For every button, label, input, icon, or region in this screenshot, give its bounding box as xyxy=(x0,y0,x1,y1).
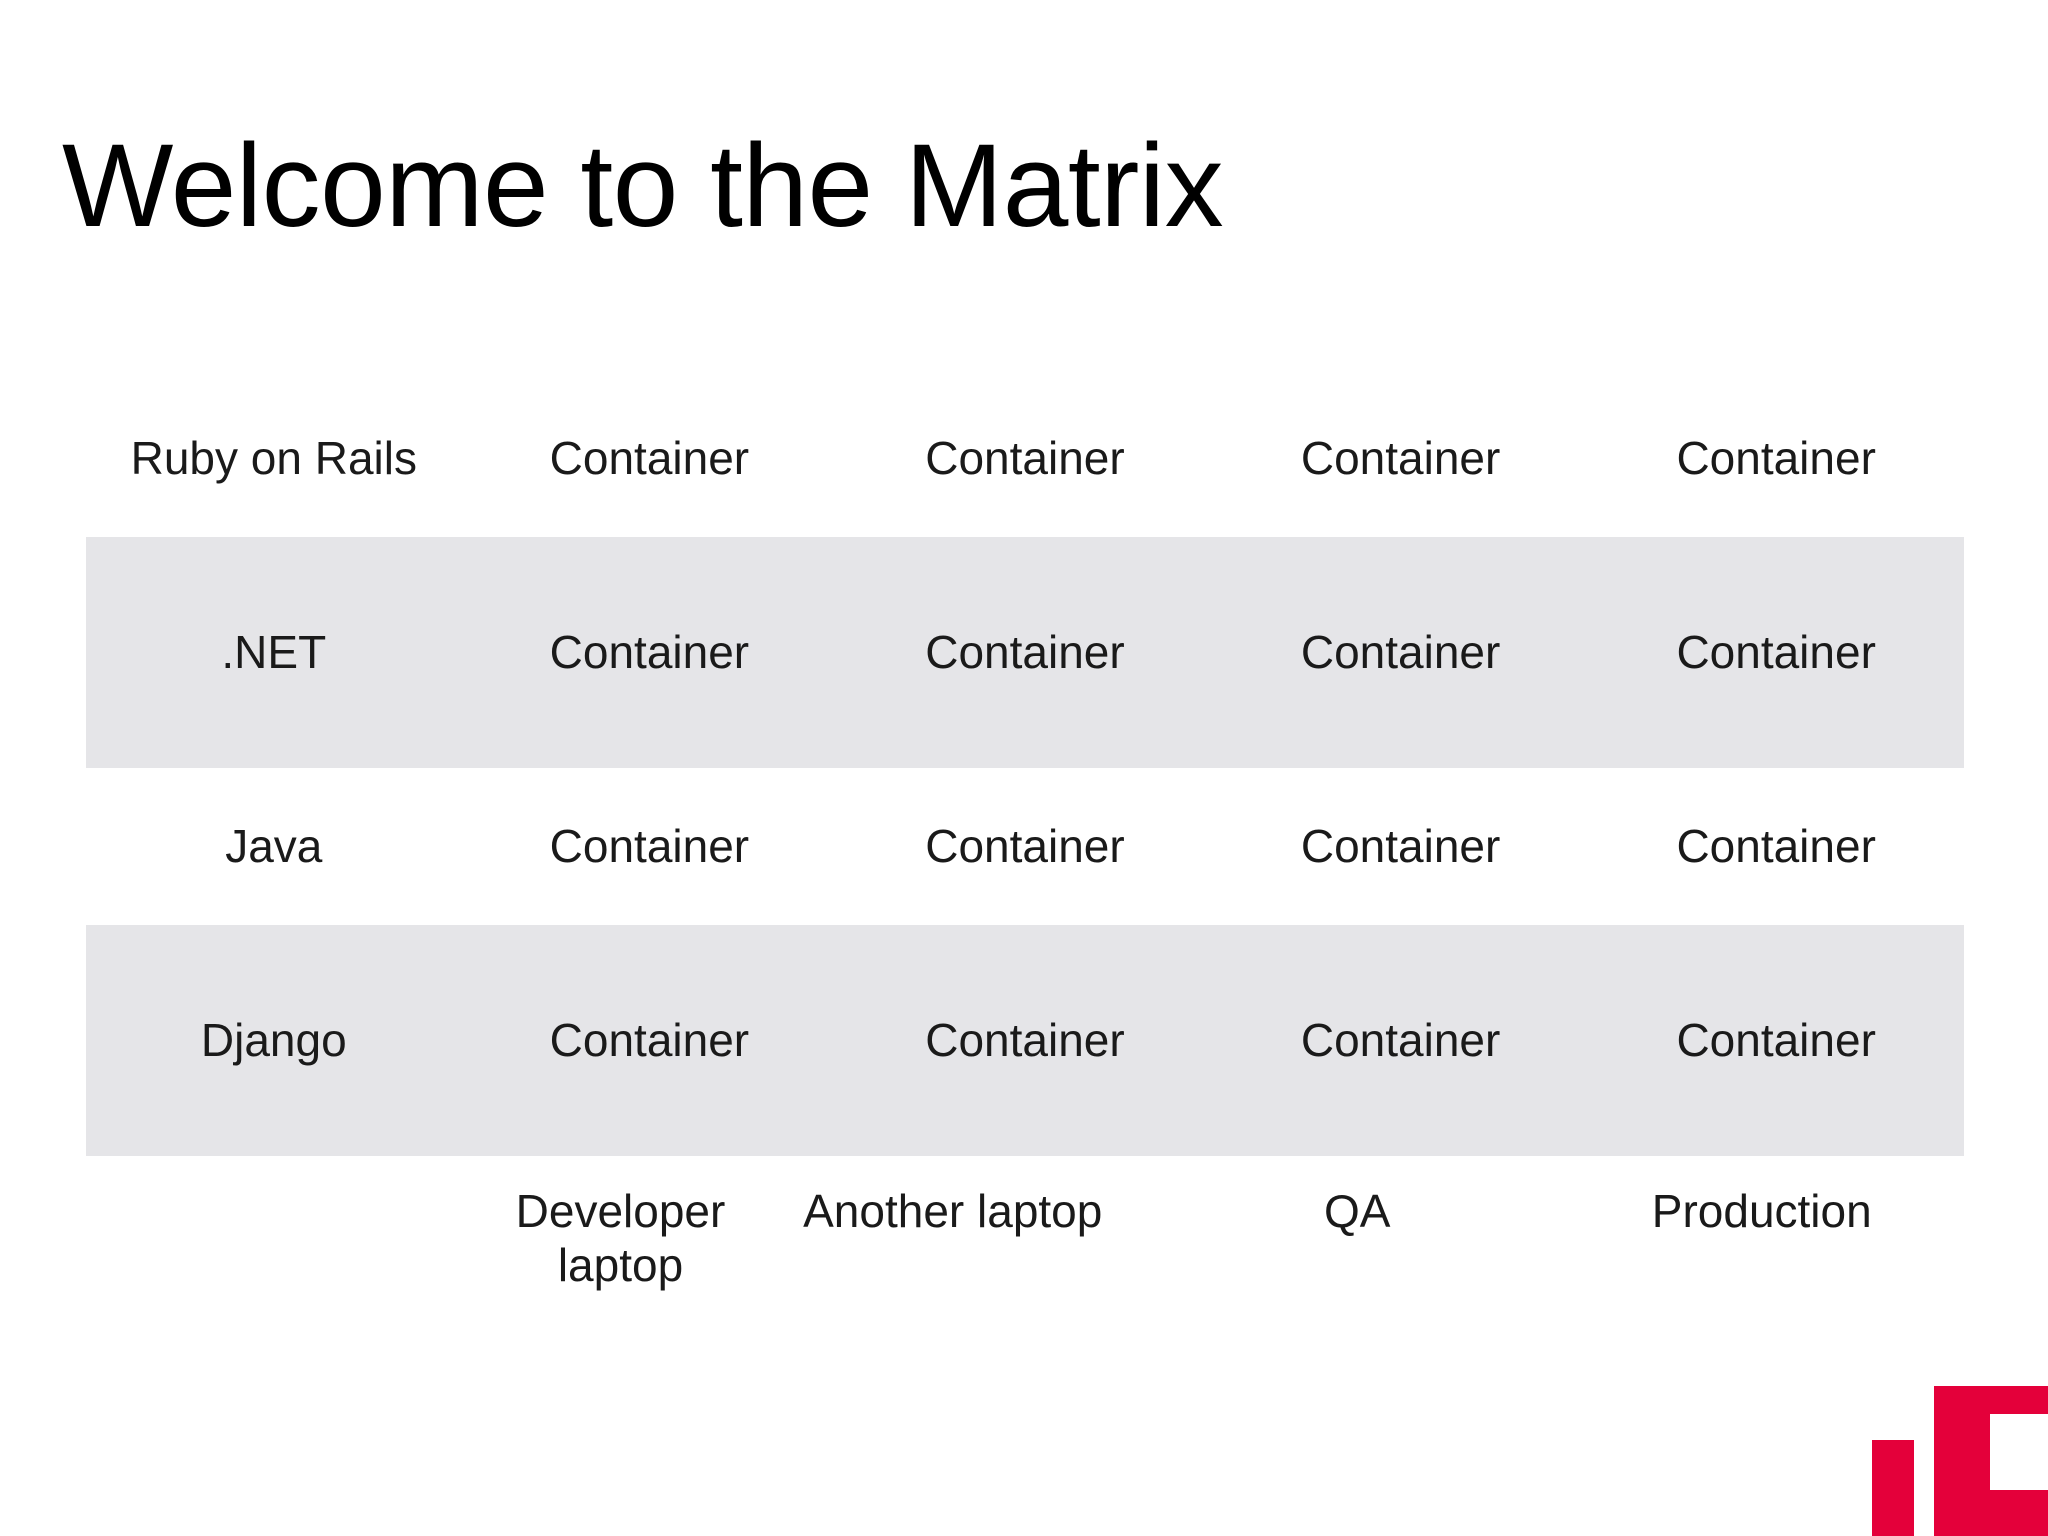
cell-django-developer-laptop: Container xyxy=(549,1014,750,1067)
table-row: Django Container Container Container Con… xyxy=(86,925,1964,1156)
column-label-qa: QA xyxy=(1324,1185,1391,1237)
row-label-django: Django xyxy=(200,1014,347,1067)
row-label-dotnet: .NET xyxy=(221,626,327,679)
cell-java-another-laptop: Container xyxy=(925,820,1125,873)
column-label-developer-laptop: Developer laptop xyxy=(491,1156,751,1293)
row-label-java: Java xyxy=(225,820,323,873)
brand-logo xyxy=(1872,1386,2048,1536)
column-label-production: Production xyxy=(1651,1185,1872,1237)
column-label-developer-laptop-text: Developer laptop xyxy=(515,1185,726,1292)
table-row: Ruby on Rails Container Container Contai… xyxy=(86,380,1964,537)
cell-django-production: Container xyxy=(1676,1014,1876,1067)
cell-ruby-on-rails-developer-laptop: Container xyxy=(549,432,750,485)
cell-dotnet-qa: Container xyxy=(1300,626,1501,679)
cell-ruby-on-rails-production: Container xyxy=(1676,432,1876,485)
table-row: Java Container Container Container Conta… xyxy=(86,768,1964,925)
footer-corner-empty xyxy=(86,1156,491,1184)
table-row: .NET Container Container Container Conta… xyxy=(86,537,1964,768)
column-label-another-laptop: Another laptop xyxy=(803,1185,1103,1237)
cell-dotnet-another-laptop: Container xyxy=(925,626,1125,679)
matrix-table: Ruby on Rails Container Container Contai… xyxy=(86,380,1964,1356)
cell-dotnet-production: Container xyxy=(1676,626,1876,679)
table-footer-row: Developer laptop Another laptop QA Produ… xyxy=(86,1156,1964,1356)
cell-java-developer-laptop: Container xyxy=(549,820,750,873)
cell-java-production: Container xyxy=(1676,820,1876,873)
row-label-ruby-on-rails: Ruby on Rails xyxy=(130,432,417,485)
cell-dotnet-developer-laptop: Container xyxy=(549,626,750,679)
cell-java-qa: Container xyxy=(1300,820,1501,873)
cell-django-qa: Container xyxy=(1300,1014,1501,1067)
page-title: Welcome to the Matrix xyxy=(62,120,1224,253)
cell-django-another-laptop: Container xyxy=(925,1014,1125,1067)
cell-ruby-on-rails-another-laptop: Container xyxy=(925,432,1125,485)
brand-logo-icon xyxy=(1872,1386,2048,1536)
cell-ruby-on-rails-qa: Container xyxy=(1300,432,1501,485)
